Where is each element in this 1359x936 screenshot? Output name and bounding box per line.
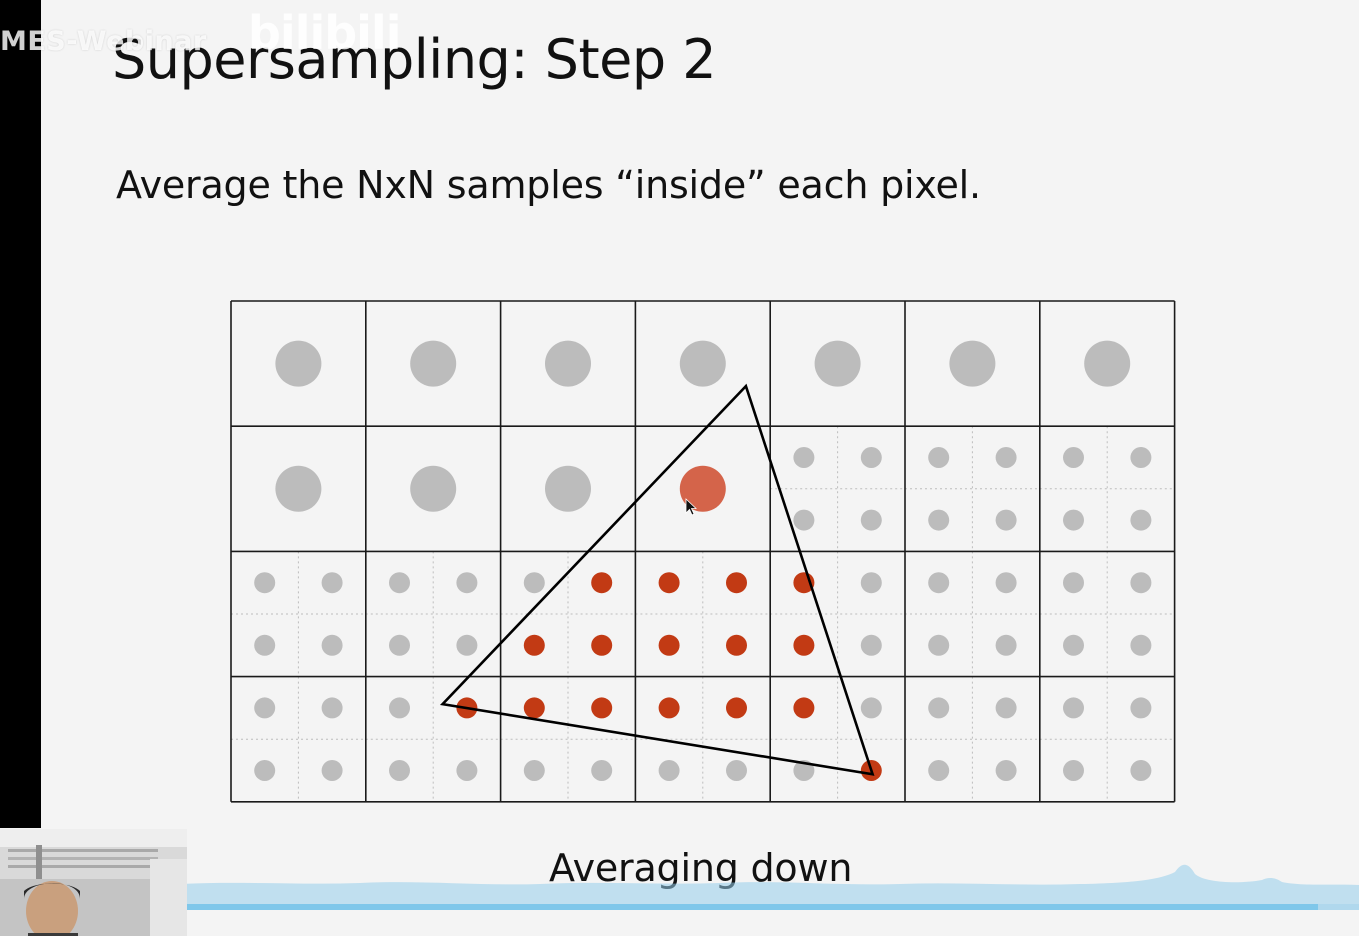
subsample (1063, 760, 1084, 781)
subsample (321, 697, 343, 719)
averaged-pixel-sample (679, 465, 726, 512)
subsample (523, 760, 545, 781)
subsample (860, 697, 882, 719)
subsample (456, 760, 478, 781)
subsample (321, 760, 343, 781)
subsample (860, 447, 882, 468)
subsample (658, 760, 680, 781)
subsample (254, 760, 276, 781)
subsample (1063, 447, 1084, 468)
subsample (793, 447, 815, 468)
subsample (860, 509, 882, 531)
left-black-bar (0, 0, 41, 828)
subsample (793, 509, 815, 531)
subsample (726, 760, 747, 781)
covered-subsample (726, 697, 747, 719)
subsample (1130, 634, 1152, 656)
subsample (1063, 697, 1084, 719)
subsample (1130, 697, 1152, 719)
slide-title: Supersampling: Step 2 (112, 28, 717, 91)
subsample (995, 634, 1017, 656)
slide-subtitle: Average the NxN samples “inside” each pi… (116, 163, 981, 207)
subsample (995, 447, 1017, 468)
diagram-caption: Averaging down (549, 846, 853, 890)
subsample (995, 509, 1017, 531)
triangle-outline (439, 383, 875, 776)
subsample (928, 447, 950, 468)
subsample (254, 572, 276, 594)
webcam-overlay (0, 829, 187, 936)
bilibili-logo: bilibili (248, 6, 401, 60)
subsample (860, 634, 882, 656)
subsample (389, 572, 410, 594)
subsample (254, 634, 276, 656)
subsample (389, 697, 410, 719)
subsample (1130, 447, 1152, 468)
subsample (995, 572, 1017, 594)
subsample (321, 634, 343, 656)
covered-subsample (793, 634, 815, 656)
subsample (321, 572, 343, 594)
pixel-sample (545, 465, 591, 512)
subsample (1063, 634, 1084, 656)
pixel-sample (275, 340, 322, 387)
subsample (1130, 509, 1152, 531)
covered-subsample (658, 572, 680, 594)
subsample (860, 572, 882, 594)
pixel-sample (814, 340, 861, 387)
watermark-text: MES-Webinar (0, 26, 207, 57)
subsample (928, 760, 950, 781)
covered-subsample (523, 697, 545, 719)
covered-subsample (726, 634, 747, 656)
covered-subsample (591, 572, 613, 594)
subsample (456, 572, 478, 594)
subsample (591, 760, 613, 781)
pixel-sample (949, 340, 996, 387)
covered-subsample (658, 697, 680, 719)
pixel-sample (275, 465, 322, 512)
subsample (1063, 572, 1084, 594)
subsample (456, 634, 478, 656)
covered-subsample (591, 697, 613, 719)
pixel-sample (679, 340, 726, 387)
covered-subsample (793, 697, 815, 719)
subsample (928, 509, 950, 531)
pixel-sample (410, 465, 457, 512)
covered-subsample (726, 572, 747, 594)
subsample (928, 572, 950, 594)
pixel-sample (410, 340, 457, 387)
covered-subsample (658, 634, 680, 656)
subsample (523, 572, 545, 594)
covered-subsample (591, 634, 613, 656)
subsample (1130, 760, 1152, 781)
pixel-sample (545, 340, 591, 387)
subsample (389, 634, 410, 656)
subsample (254, 697, 276, 719)
subsample (928, 697, 950, 719)
subsample (995, 760, 1017, 781)
subsample (995, 697, 1017, 719)
audio-waveform (0, 864, 1359, 910)
subsample (1063, 509, 1084, 531)
subsample (1130, 572, 1152, 594)
mouse-cursor-icon (685, 498, 698, 516)
subsample (389, 760, 410, 781)
subsample (928, 634, 950, 656)
video-progress-fill (0, 904, 1319, 910)
video-progress-bar[interactable] (0, 904, 1359, 910)
covered-subsample (523, 634, 545, 656)
pixel-sample (1084, 340, 1131, 387)
